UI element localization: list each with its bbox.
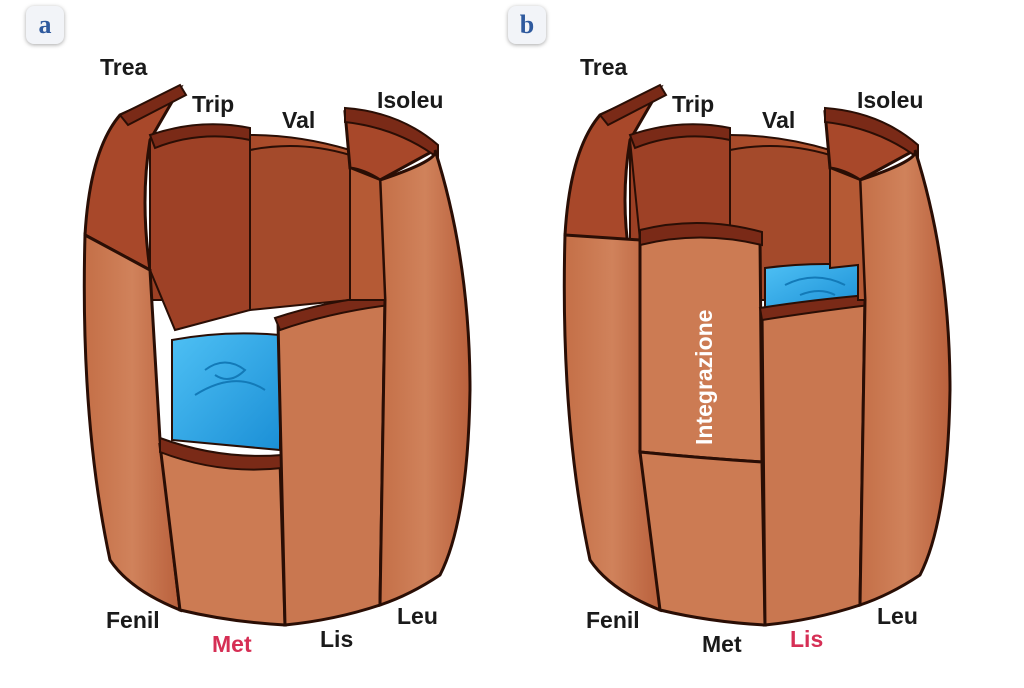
barrel-a-val-inner <box>249 145 351 312</box>
label-a-lis: Lis <box>320 626 353 652</box>
barrel-a <box>82 83 472 627</box>
barrel-b-stave-met <box>638 450 767 627</box>
label-b-leu: Leu <box>877 603 918 629</box>
label-b-met: Met <box>702 631 742 657</box>
label-a-fenil: Fenil <box>106 607 160 633</box>
label-a-trea: Trea <box>100 54 148 80</box>
barrel-a-stave-val-outer <box>349 166 387 301</box>
barrel-b-stave-trea <box>563 84 664 263</box>
barrel-b: Integrazione <box>562 83 952 627</box>
label-a-trip: Trip <box>192 91 234 117</box>
barrel-a-stave-fenil <box>82 232 182 613</box>
barrel-b-stave-fenil <box>562 233 662 613</box>
barrel-a-stave-trea <box>83 84 184 273</box>
label-a-leu: Leu <box>397 603 438 629</box>
integrazione-label: Integrazione <box>691 310 717 445</box>
barrel-b-stave-leu <box>858 149 952 608</box>
label-b-trea: Trea <box>580 54 628 80</box>
label-b-lis: Lis <box>790 626 823 652</box>
panel-b-badge: b <box>508 6 546 44</box>
label-a-isoleu: Isoleu <box>377 87 443 113</box>
barrel-a-stave-met <box>158 442 287 627</box>
barrel-a-stave-trip <box>149 125 251 332</box>
barrel-a-water <box>171 332 281 452</box>
label-b-fenil: Fenil <box>586 607 640 633</box>
barrel-b-stave-val-outer <box>829 166 867 301</box>
barrel-b-stave-lis <box>760 298 867 627</box>
panel-a-badge: a <box>26 6 64 44</box>
label-b-isoleu: Isoleu <box>857 87 923 113</box>
barrel-a-stave-leu <box>378 149 472 608</box>
label-b-val: Val <box>762 107 795 133</box>
label-a-met: Met <box>212 631 252 657</box>
label-a-val: Val <box>282 107 315 133</box>
barrel-a-stave-lis <box>276 298 387 627</box>
label-b-trip: Trip <box>672 91 714 117</box>
